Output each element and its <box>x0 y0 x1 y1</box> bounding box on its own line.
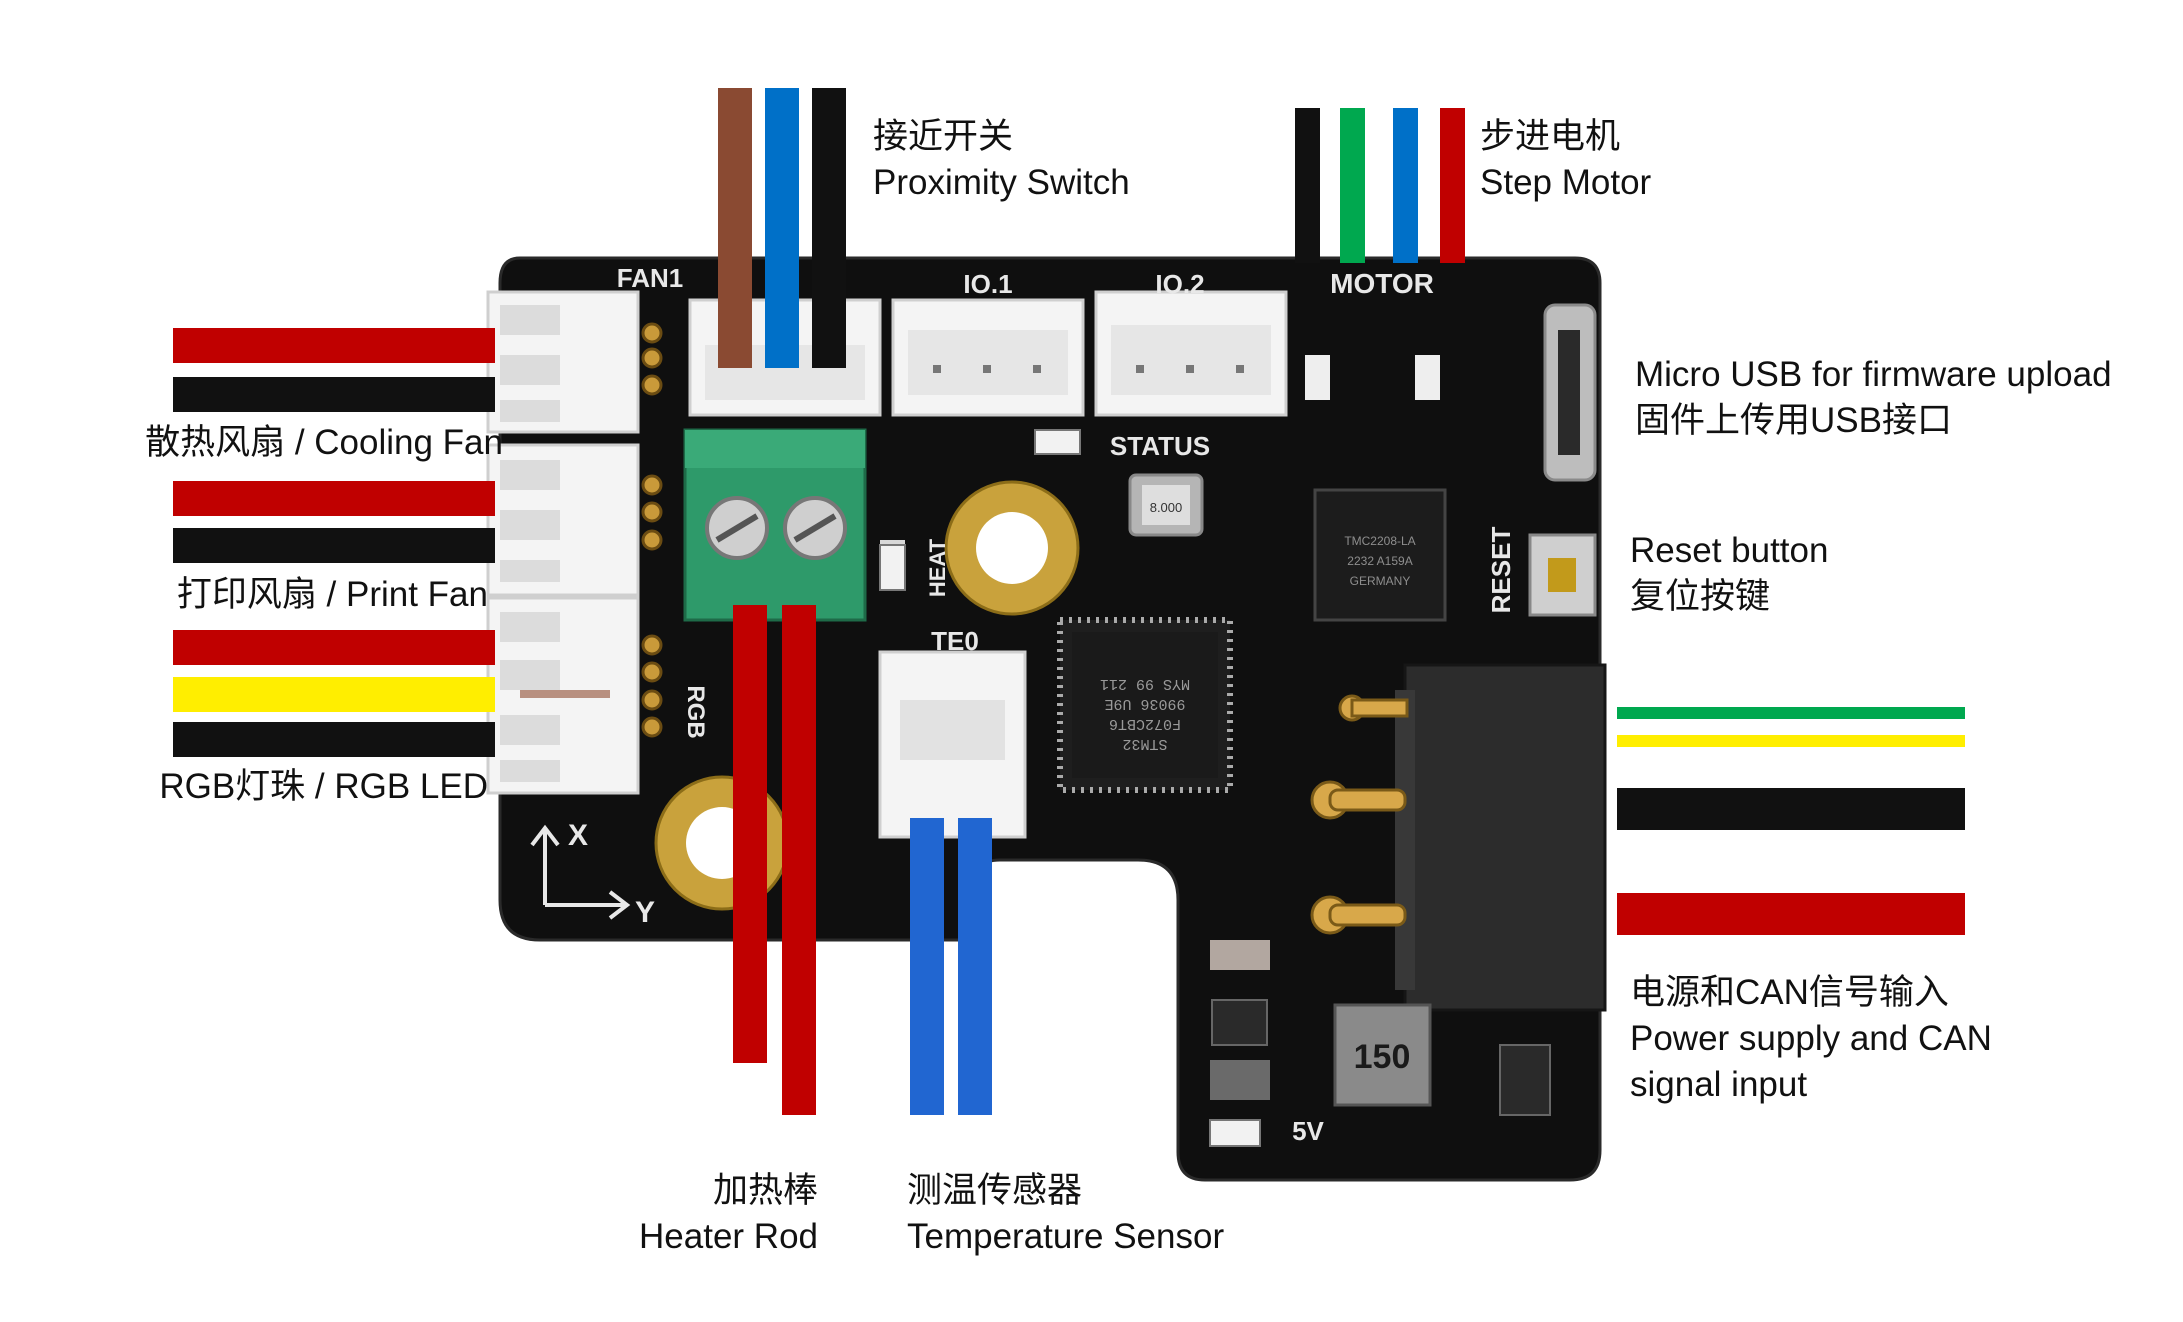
cooling-fan-label: 散热风扇 / Cooling Fan <box>145 423 503 462</box>
power-pins <box>1310 694 1409 935</box>
rgb-led-label: RGB灯珠 / RGB LED <box>159 767 488 806</box>
silk-fan1: FAN1 <box>617 263 683 293</box>
proximity-switch-wires <box>718 88 846 368</box>
te0-connector <box>878 650 1027 839</box>
proximity-switch-en: Proximity Switch <box>873 163 1130 202</box>
mounting-hole-bottom <box>654 775 790 911</box>
print-fan-connector <box>486 443 640 597</box>
silk-rgb: RGB <box>682 685 709 738</box>
crystal-text: 8.000 <box>1150 500 1183 515</box>
silk-axis-y: Y <box>635 896 655 929</box>
io2-connector <box>1094 290 1288 417</box>
usb-zh: 固件上传用USB接口 <box>1635 401 1952 440</box>
heater-terminal-block <box>683 428 867 622</box>
print-fan-label: 打印风扇 / Print Fan <box>176 575 488 614</box>
inductor: 150 <box>1333 1003 1432 1107</box>
step-motor-wires <box>1295 108 1465 263</box>
crystal-oscillator: 8.000 <box>1128 473 1204 537</box>
power-zh: 电源和CAN信号输入 <box>1630 973 1949 1012</box>
power-en-1: Power supply and CAN <box>1630 1019 1992 1058</box>
cooling-fan-wires <box>173 328 495 412</box>
axis-arrows <box>530 824 631 920</box>
heater-rod-wires <box>733 605 816 1115</box>
silk-io2: IO.2 <box>1155 269 1204 299</box>
heater-rod-label: 加热棒 Heater Rod <box>639 1168 818 1260</box>
power-can-wires <box>1617 707 1965 935</box>
power-can-connector <box>1395 663 1607 1012</box>
silk-motor: MOTOR <box>1330 268 1434 299</box>
silk-io1: IO.1 <box>963 269 1012 299</box>
silk-heat: HEAT <box>925 538 950 597</box>
silk-axis-x: X <box>568 819 588 852</box>
proximity-switch-zh: 接近开关 <box>873 117 1014 156</box>
reset-button <box>1528 533 1597 617</box>
mcu-text-3: 99036 U9E <box>1104 695 1185 712</box>
driver-text-2: 2232 A159A <box>1347 554 1412 568</box>
mcu-text-2: F072CBT6 <box>1109 715 1181 732</box>
driver-text-3: GERMANY <box>1350 574 1411 588</box>
heater-rod-en: Heater Rod <box>639 1217 818 1256</box>
mcu-text-1: STM32 <box>1122 735 1167 752</box>
header-pins <box>641 322 663 738</box>
temperature-sensor-label: 测温传感器 Temperature Sensor <box>907 1168 1224 1260</box>
reset-zh: 复位按键 <box>1630 577 1771 616</box>
fan1-connector <box>486 290 640 434</box>
inductor-text: 150 <box>1354 1038 1411 1076</box>
mcu-chip: STM32 F072CBT6 99036 U9E MYS 99 211 <box>1057 617 1233 793</box>
print-fan-wires <box>173 481 495 563</box>
io1-connector <box>891 298 1085 417</box>
mounting-hole-top <box>944 480 1080 616</box>
temperature-sensor-en: Temperature Sensor <box>907 1217 1225 1256</box>
reset-en: Reset button <box>1630 531 1829 570</box>
step-motor-label: 步进电机 Step Motor <box>1480 114 1651 206</box>
temperature-sensor-zh: 测温传感器 <box>907 1171 1083 1210</box>
silk-5v: 5V <box>1292 1116 1324 1146</box>
micro-usb-port <box>1543 303 1597 482</box>
driver-text-1: TMC2208-LA <box>1344 534 1415 548</box>
power-en-2: signal input <box>1630 1065 1808 1104</box>
status-leds <box>879 429 1261 1147</box>
stepper-driver-chip: TMC2208-LA 2232 A159A GERMANY <box>1313 488 1447 622</box>
usb-label: Micro USB for firmware upload 固件上传用USB接口 <box>1635 352 2112 444</box>
silk-reset: RESET <box>1486 527 1516 614</box>
step-motor-en: Step Motor <box>1480 163 1652 202</box>
temperature-sensor-wires <box>910 818 992 1115</box>
rgb-connector <box>486 596 640 795</box>
usb-en: Micro USB for firmware upload <box>1635 355 2112 394</box>
heater-rod-zh: 加热棒 <box>712 1171 818 1210</box>
proximity-switch-label: 接近开关 Proximity Switch <box>873 114 1130 206</box>
reset-label: Reset button 复位按键 <box>1630 528 1828 620</box>
step-motor-zh: 步进电机 <box>1480 117 1621 156</box>
rgb-led-wires <box>173 630 495 757</box>
mcu-text-4: MYS 99 211 <box>1100 675 1190 692</box>
silk-status: STATUS <box>1110 431 1210 461</box>
power-can-label: 电源和CAN信号输入 Power supply and CAN signal i… <box>1630 970 1992 1108</box>
